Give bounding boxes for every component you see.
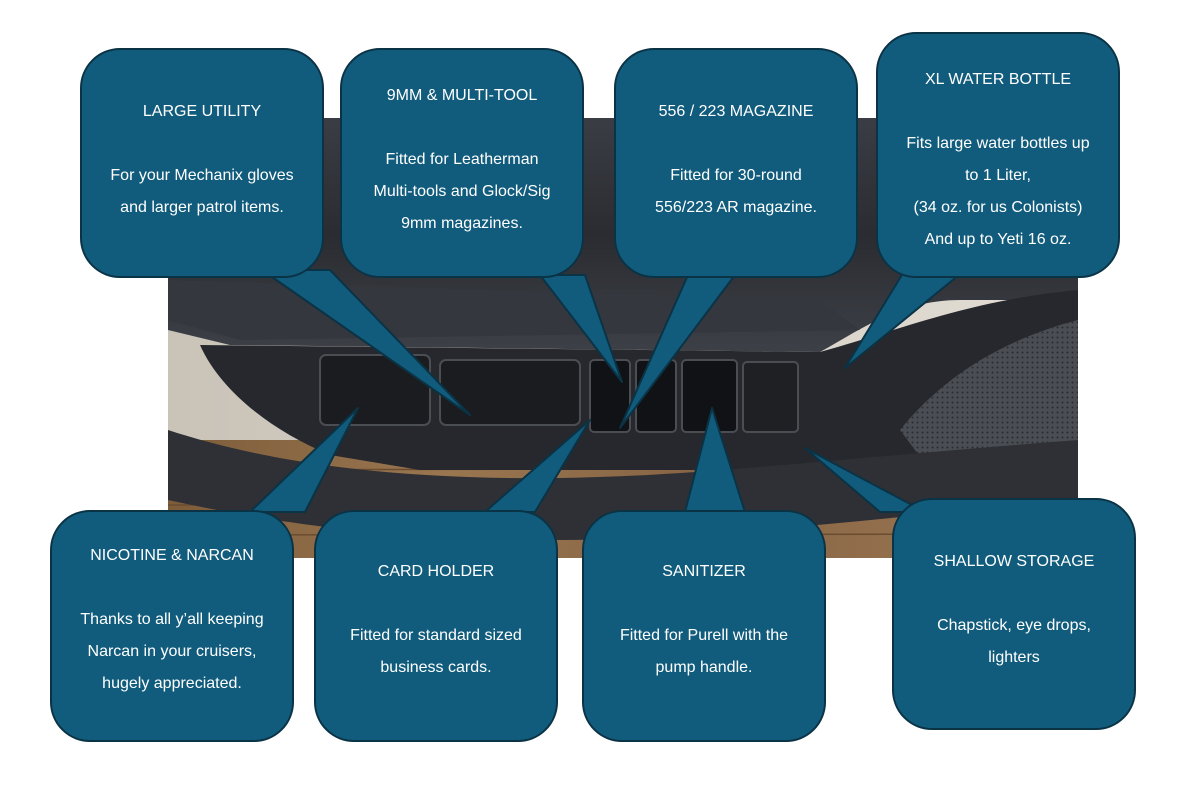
- callout-sanitizer: SANITIZER Fitted for Purell with the pum…: [582, 510, 826, 742]
- callout-line: lighters: [988, 649, 1040, 666]
- callout-line: Fitted for 30-round: [670, 167, 802, 184]
- callout-nicotine-narcan: NICOTINE & NARCAN Thanks to all y’all ke…: [50, 510, 294, 742]
- callout-line: 556/223 AR magazine.: [655, 199, 817, 216]
- callout-spacer: [906, 578, 1122, 610]
- callout-line: and larger patrol items.: [120, 199, 284, 216]
- callout-line: For your Mechanix gloves: [110, 167, 294, 184]
- callout-shallow-storage: SHALLOW STORAGE Chapstick, eye drops, li…: [892, 498, 1136, 730]
- callout-line: Multi-tools and Glock/Sig: [373, 183, 551, 200]
- callout-line: (34 oz. for us Colonists): [913, 199, 1083, 216]
- callout-large-utility: LARGE UTILITY For your Mechanix gloves a…: [80, 48, 324, 278]
- callout-spacer: [94, 128, 310, 160]
- callout-line: pump handle.: [655, 659, 753, 676]
- callout-title: LARGE UTILITY: [142, 103, 262, 120]
- callout-spacer: [596, 588, 812, 620]
- callout-spacer: [890, 96, 1106, 128]
- callout-line: Narcan in your cruisers,: [87, 643, 257, 660]
- callout-line: Thanks to all y’all keeping: [80, 611, 264, 628]
- callout-title: NICOTINE & NARCAN: [90, 547, 254, 564]
- callout-card-holder: CARD HOLDER Fitted for standard sized bu…: [314, 510, 558, 742]
- callout-title: XL WATER BOTTLE: [924, 71, 1072, 88]
- callout-9mm-multi-tool: 9MM & MULTI-TOOL Fitted for Leatherman M…: [340, 48, 584, 278]
- callout-line: 9mm magazines.: [401, 215, 523, 232]
- callout-title: 556 / 223 MAGAZINE: [658, 103, 814, 120]
- organizer-compartments: [319, 354, 799, 433]
- callout-spacer: [64, 572, 280, 604]
- callout-pointers: [249, 269, 966, 513]
- callout-line: And up to Yeti 16 oz.: [924, 231, 1072, 248]
- callout-line: business cards.: [380, 659, 492, 676]
- callout-line: to 1 Liter,: [965, 167, 1031, 184]
- callout-line: Fitted for Leatherman: [385, 151, 539, 168]
- callout-line: Chapstick, eye drops,: [937, 617, 1091, 634]
- callout-spacer: [628, 128, 844, 160]
- callout-title: SHALLOW STORAGE: [933, 553, 1095, 570]
- callout-title: CARD HOLDER: [377, 563, 495, 580]
- callout-line: Fitted for standard sized: [350, 627, 522, 644]
- callout-line: hugely appreciated.: [102, 675, 242, 692]
- callout-spacer: [354, 112, 570, 144]
- callout-title: 9MM & MULTI-TOOL: [386, 87, 538, 104]
- callout-title: SANITIZER: [662, 563, 746, 580]
- callout-line: Fitted for Purell with the: [619, 627, 789, 644]
- callout-line: Fits large water bottles up: [906, 135, 1090, 152]
- callout-556-223-magazine: 556 / 223 MAGAZINE Fitted for 30-round 5…: [614, 48, 858, 278]
- callout-xl-water-bottle: XL WATER BOTTLE Fits large water bottles…: [876, 32, 1120, 278]
- callout-spacer: [328, 588, 544, 620]
